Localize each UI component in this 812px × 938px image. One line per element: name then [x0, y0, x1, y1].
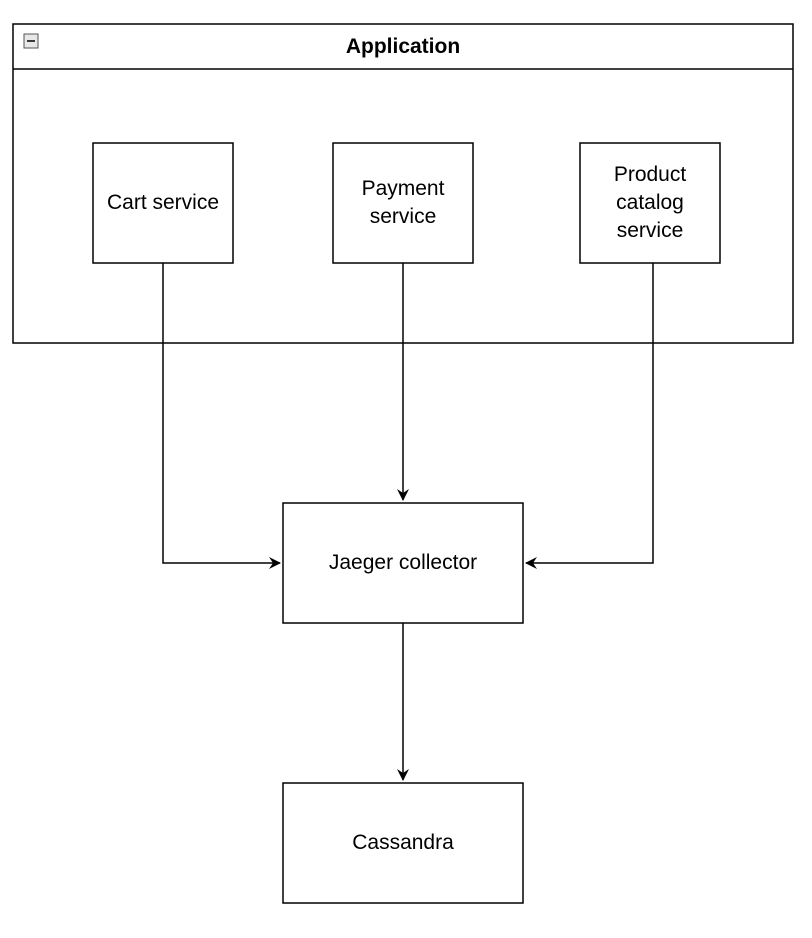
minus-icon[interactable] [23, 33, 39, 49]
cassandra-box[interactable] [282, 782, 524, 904]
product-catalog-service-box[interactable] [579, 142, 721, 264]
edge-cart-to-collector [162, 263, 281, 569]
application-group-title: Application [345, 34, 461, 58]
jaeger-collector-box[interactable] [282, 502, 524, 624]
edge-catalog-to-collector [525, 263, 654, 569]
payment-service-box[interactable] [332, 142, 474, 264]
cart-service-box[interactable] [92, 142, 234, 264]
